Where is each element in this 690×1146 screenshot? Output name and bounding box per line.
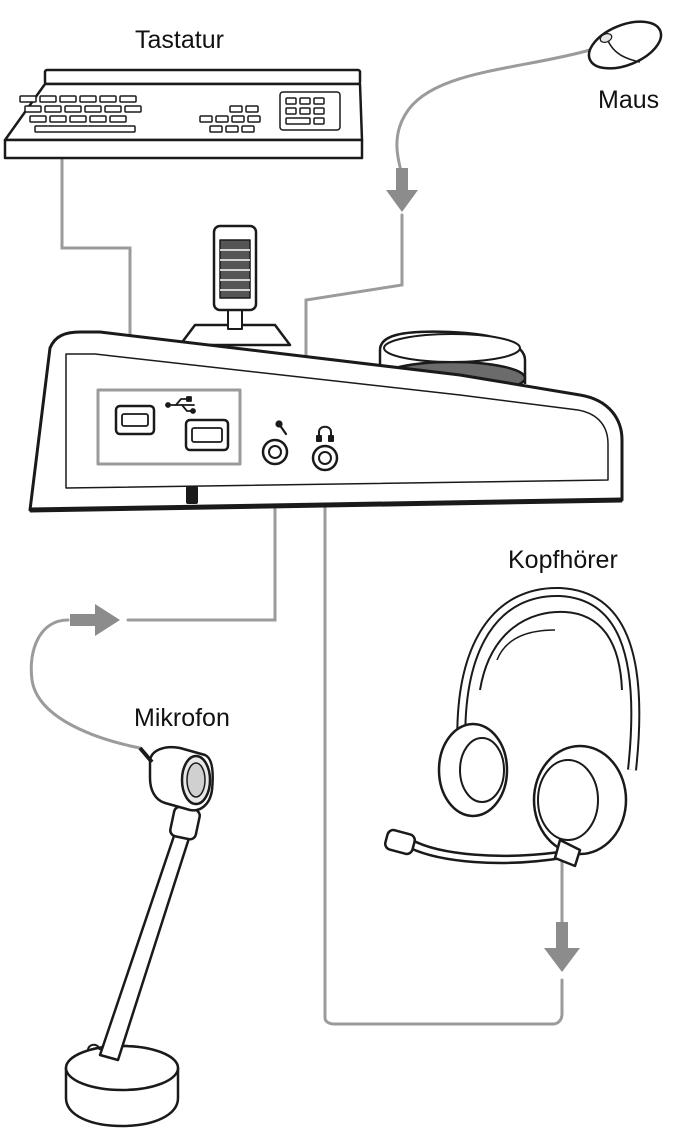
usb-icon [165,396,196,414]
headphones-label: Kopfhörer [508,546,618,574]
keyboard-label: Tastatur [135,26,224,54]
mouse-arrow [386,168,418,212]
headphone-cable [323,468,564,1026]
microphone-cable [126,468,277,622]
headphone-arrow [544,922,580,972]
mouse-label: Maus [598,86,660,114]
microphone-cable-loop [29,618,142,750]
cables [29,48,592,1026]
keyboard [3,68,364,160]
keyboard-keys [19,91,341,133]
control-unit [28,224,624,513]
microphone-arrow [70,604,120,636]
arrows [70,168,580,972]
mouse-cable [395,48,592,177]
mouse [587,20,663,70]
headphone-jack [311,444,339,472]
usb-panel [96,388,242,466]
usb-port-1 [114,404,156,436]
microphone [64,745,214,1128]
usb-port-2 [184,418,230,452]
microphone-jack [261,438,289,466]
headphone-jack-icon [316,425,334,442]
headphones [383,586,641,868]
microphone-jack-icon [275,420,288,436]
microphone-label: Mikrofon [134,704,230,732]
joystick [178,224,292,347]
keyboard-cable [60,158,132,397]
